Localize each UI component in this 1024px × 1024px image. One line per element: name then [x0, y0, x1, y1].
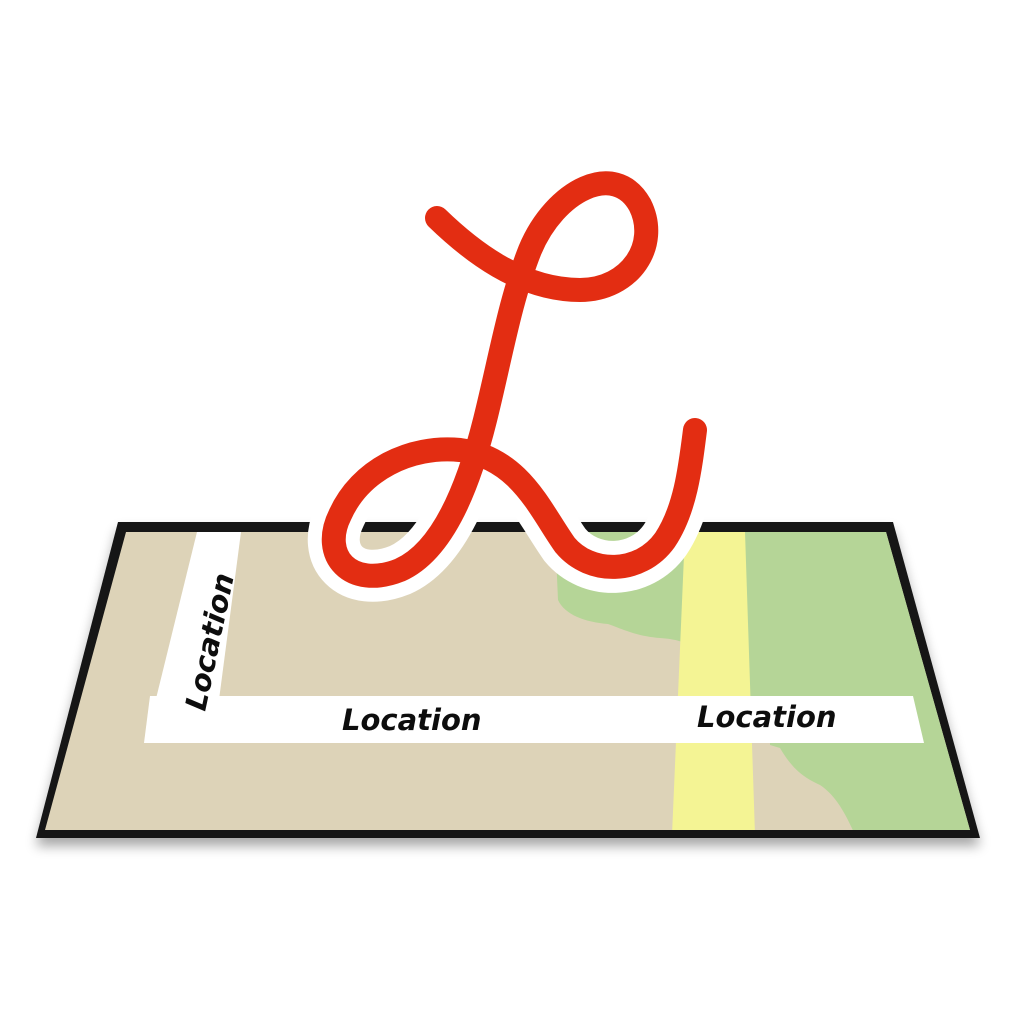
main-road [144, 696, 924, 743]
letter-l-stroke [321, 171, 707, 588]
park-area [555, 532, 970, 830]
main-road-label: Location [342, 703, 482, 737]
script-l-monogram [307, 157, 721, 602]
vertical-road [152, 532, 241, 715]
map-board: Location Location Location [36, 522, 980, 838]
right-road-label: Location [697, 700, 837, 734]
highway-strip [672, 532, 755, 830]
